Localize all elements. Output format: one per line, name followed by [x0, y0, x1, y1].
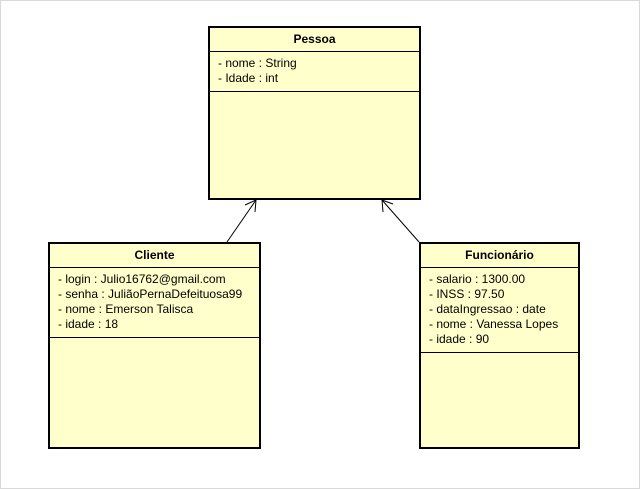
- attribute: - INSS : 97.50: [429, 287, 505, 301]
- attribute: - nome : String: [218, 56, 297, 70]
- class-cliente[interactable]: Cliente - login : Julio16762@gmail.com -…: [48, 242, 261, 449]
- class-name: Cliente: [50, 244, 259, 268]
- attribute: - nome : Emerson Talisca: [58, 302, 194, 316]
- attribute: - salario : 1300.00: [429, 272, 526, 286]
- attribute: - idade : 90: [429, 332, 490, 346]
- attribute: - senha : JuliãoPernaDefeituosa99: [58, 287, 243, 301]
- attribute: - Idade : int: [218, 71, 279, 85]
- class-name: Pessoa: [210, 28, 419, 52]
- class-name: Funcionário: [421, 244, 578, 268]
- arrow-cliente-to-pessoa: [226, 199, 257, 243]
- attribute: - login : Julio16762@gmail.com: [58, 272, 226, 286]
- arrow-funcionario-to-pessoa: [381, 199, 420, 243]
- attribute: - dataIngressao : date: [429, 302, 546, 316]
- attribute-list: - login : Julio16762@gmail.com - senha :…: [50, 268, 259, 338]
- attribute-list: - salario : 1300.00 - INSS : 97.50 - dat…: [421, 268, 578, 353]
- attribute: - idade : 18: [58, 317, 119, 331]
- attribute-list: - nome : String - Idade : int: [210, 52, 419, 92]
- class-pessoa[interactable]: Pessoa - nome : String - Idade : int: [208, 26, 421, 200]
- class-funcionario[interactable]: Funcionário - salario : 1300.00 - INSS :…: [419, 242, 580, 449]
- attribute: - nome : Vanessa Lopes: [429, 317, 559, 331]
